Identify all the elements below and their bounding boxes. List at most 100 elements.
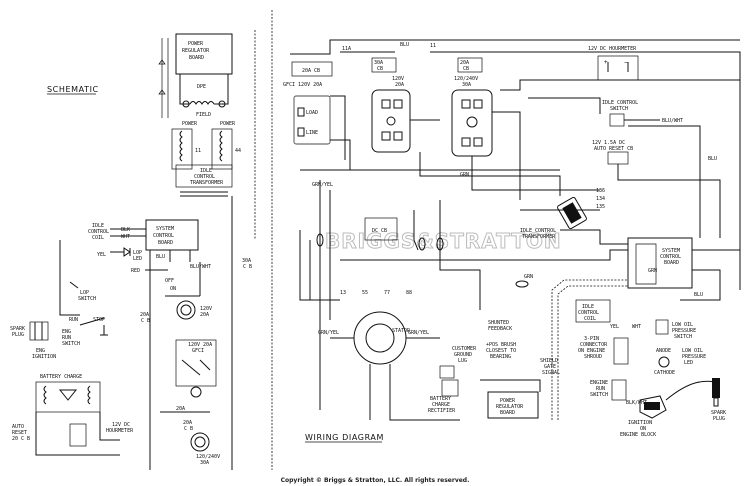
svg-text:BEARING: BEARING [490,354,511,360]
auto-reset-dc-cb: 12V 1.5A DC AUTO RESET CB [592,140,633,165]
svg-text:CONTROL: CONTROL [578,310,599,316]
svg-text:C B: C B [184,426,193,432]
schematic-power-regulator-board: POWER REGULATOR BOARD [175,33,233,86]
svg-text:ON: ON [640,426,646,432]
svg-text:OFF: OFF [165,278,174,284]
svg-text:HOURMETER: HOURMETER [106,428,134,434]
svg-text:BLK: BLK [121,227,130,233]
svg-text:30A: 30A [374,60,383,66]
svg-text:POWER: POWER [220,121,236,127]
svg-text:+POS BRUSH: +POS BRUSH [486,342,516,348]
svg-text:ENG: ENG [62,329,71,335]
svg-text:LOW OIL: LOW OIL [672,322,693,328]
svg-text:COIL: COIL [92,235,104,241]
svg-text:REGULATOR: REGULATOR [496,404,524,410]
svg-text:SWITCH: SWITCH [78,296,96,302]
svg-text:GFCI: GFCI [192,348,204,354]
svg-text:11A: 11A [342,46,351,52]
wiring-diagram-section: BRIGGS&STRATTON 11A BLU 11 20A CB GFCI 1… [283,39,741,443]
breaker-20a: 20A CB [457,57,483,73]
svg-text:20A: 20A [183,420,192,426]
svg-text:20A: 20A [200,312,209,318]
dc-hourmeter: 12V DC HOURMETER + − [588,46,639,81]
power-regulator-board: POWER REGULATOR BOARD SHUNTED FEEDBACK +… [480,320,560,419]
svg-text:11: 11 [430,43,436,49]
svg-text:IDLE: IDLE [200,168,212,174]
svg-text:POWER: POWER [182,121,198,127]
svg-text:C B: C B [141,318,150,324]
svg-text:CB: CB [463,66,469,72]
svg-text:12V 1.5A DC: 12V 1.5A DC [592,140,625,146]
svg-text:BLK/WHT: BLK/WHT [626,400,647,406]
svg-text:PLUG: PLUG [713,416,725,422]
svg-text:120V 20A: 120V 20A [188,342,212,348]
gfci-receptacle: 20A CB GFCI 120V 20A LOAD LINE [283,61,333,145]
customer-ground-lug: CUSTOMER GROUND LUG [439,346,477,379]
svg-text:BLU: BLU [694,292,703,298]
top-harness [290,39,741,290]
svg-text:20A: 20A [176,406,185,412]
svg-text:POWER: POWER [500,398,516,404]
svg-text:120V: 120V [392,76,404,82]
svg-text:C B: C B [243,264,252,270]
svg-text:BLU: BLU [400,42,409,48]
svg-text:120/240V: 120/240V [196,454,220,460]
svg-text:AUTO: AUTO [12,424,24,430]
svg-text:SHROUD: SHROUD [584,354,602,360]
svg-text:DC CB: DC CB [372,228,387,234]
svg-text:55: 55 [362,290,368,296]
schematic-title: SCHEMATIC [47,85,99,94]
svg-text:RED: RED [131,268,140,274]
svg-text:SYSTEM: SYSTEM [662,248,680,254]
svg-text:30A: 30A [462,82,471,88]
ignition-module: IGNITION ON ENGINE BLOCK [620,395,667,438]
svg-text:CONTROL: CONTROL [194,174,215,180]
svg-text:CLOSEST TO: CLOSEST TO [486,348,516,354]
svg-text:BLU: BLU [708,156,717,162]
svg-text:77: 77 [384,290,390,296]
svg-text:+: + [604,59,608,66]
svg-text:CONNECTOR: CONNECTOR [580,342,608,348]
svg-text:BOARD: BOARD [189,55,204,61]
svg-text:GRN: GRN [524,274,533,280]
svg-text:20A: 20A [140,312,149,318]
svg-text:LUG: LUG [458,358,467,364]
svg-text:CONTROL: CONTROL [88,229,109,235]
svg-text:CONTROL: CONTROL [153,233,174,239]
svg-text:SWITCH: SWITCH [610,106,628,112]
svg-text:CONTROL: CONTROL [660,254,681,260]
svg-text:ON: ON [170,286,176,292]
svg-text:TRANSFORMER: TRANSFORMER [522,234,556,240]
idle-control-switch: IDLE CONTROL SWITCH BLU/WHT [602,100,683,127]
svg-text:GROUND: GROUND [454,352,472,358]
schematic-stator-windings: POWER POWER 11 44 [171,121,241,170]
svg-text:13: 13 [340,290,346,296]
svg-text:SPARK: SPARK [10,326,25,332]
idle-control-coil: IDLE CONTROL COIL YEL [575,299,619,330]
svg-text:GRN: GRN [648,268,657,274]
svg-text:RESET: RESET [12,430,27,436]
svg-text:120V: 120V [200,306,212,312]
engine-run-switch: ENGINE RUN SWITCH BLK/WHT [590,379,647,406]
idle-control-transformer: IDLE CONTROL TRANSFORMER 136 134 135 [520,188,605,240]
svg-text:BOARD: BOARD [664,260,679,266]
svg-text:IGNITION: IGNITION [32,354,56,360]
low-oil-pressure-led: ANODE CATHODE LOW OIL PRESSURE LED [654,348,706,376]
svg-text:30A: 30A [200,460,209,466]
svg-text:3-PIN: 3-PIN [584,336,599,342]
svg-text:20A: 20A [395,82,404,88]
svg-text:IDLE CONTROL: IDLE CONTROL [602,100,638,106]
schematic-run-stop-switch: RUN STOP ENG RUN SWITCH [62,317,108,347]
svg-text:20A: 20A [460,60,469,66]
svg-text:LOW OIL: LOW OIL [682,348,703,354]
schematic-ignition: SPARK PLUG ENG IGNITION [10,321,56,360]
svg-text:20A CB: 20A CB [302,68,320,74]
wiring-diagram-title: WIRING DIAGRAM [305,433,384,442]
svg-text:IDLE: IDLE [92,223,104,229]
svg-text:WHT: WHT [121,234,130,240]
receptacle-120v-20a: 120V 20A [371,76,411,153]
main-harness: BLU BLU GRN GRN/YEL GRN 13 55 77 88 [299,79,740,410]
svg-text:RUN: RUN [62,335,71,341]
svg-text:SPARK: SPARK [711,410,726,416]
